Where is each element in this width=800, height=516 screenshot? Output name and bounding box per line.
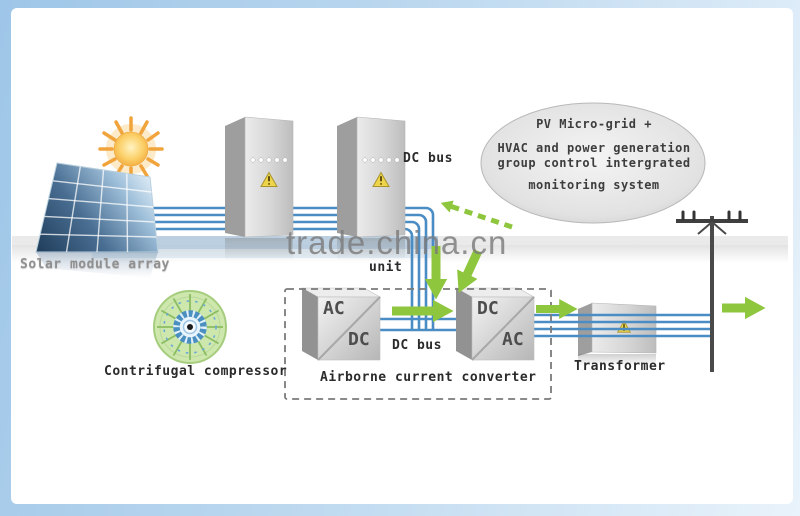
control-dashed-arrow [440, 200, 513, 230]
solar-module-array-label: Solar module array [20, 257, 170, 272]
ac-dc-converter-top-label: AC [323, 298, 345, 319]
sun-icon [98, 116, 164, 182]
cloud-line: PV Micro-grid + [536, 117, 652, 131]
compressor-icon [153, 290, 227, 364]
dc-ac-converter-bottom-label: AC [502, 329, 524, 350]
transformer-label: Transformer [574, 359, 666, 374]
cabinet-reflection [225, 238, 293, 260]
centrifugal-compressor-label: Contrifugal compressor [104, 364, 288, 379]
airborne-current-converter-label: Airborne current converter [320, 370, 537, 385]
cloud-line: monitoring system [528, 178, 660, 192]
solar-panel-icon [35, 162, 159, 278]
down-left-arrow [457, 249, 483, 293]
dc-bus-lines-bottom [380, 313, 710, 338]
unit-label: unit [369, 260, 403, 275]
cloud-line: HVAC and power generation [497, 141, 691, 155]
dc-bus-top-label: DC bus [403, 151, 453, 166]
dc-bus-bottom-label: DC bus [392, 338, 442, 353]
dc-ac-converter-top-label: DC [477, 298, 499, 319]
flow-arrows [392, 200, 766, 323]
watermark-text: trade.china.cn [286, 224, 508, 261]
transformer-reflection [578, 354, 656, 366]
converter-group-dashed-box [284, 288, 552, 400]
cloud-caption: PV Micro-grid + HVAC and power generatio… [479, 117, 709, 193]
cabinet-reflection [337, 238, 405, 260]
cloud-shape [480, 102, 706, 224]
ac-dc-converter-bottom-label: DC [348, 329, 370, 350]
utility-pole-icon [676, 210, 748, 372]
cloud-line: group control intergrated [497, 156, 691, 170]
